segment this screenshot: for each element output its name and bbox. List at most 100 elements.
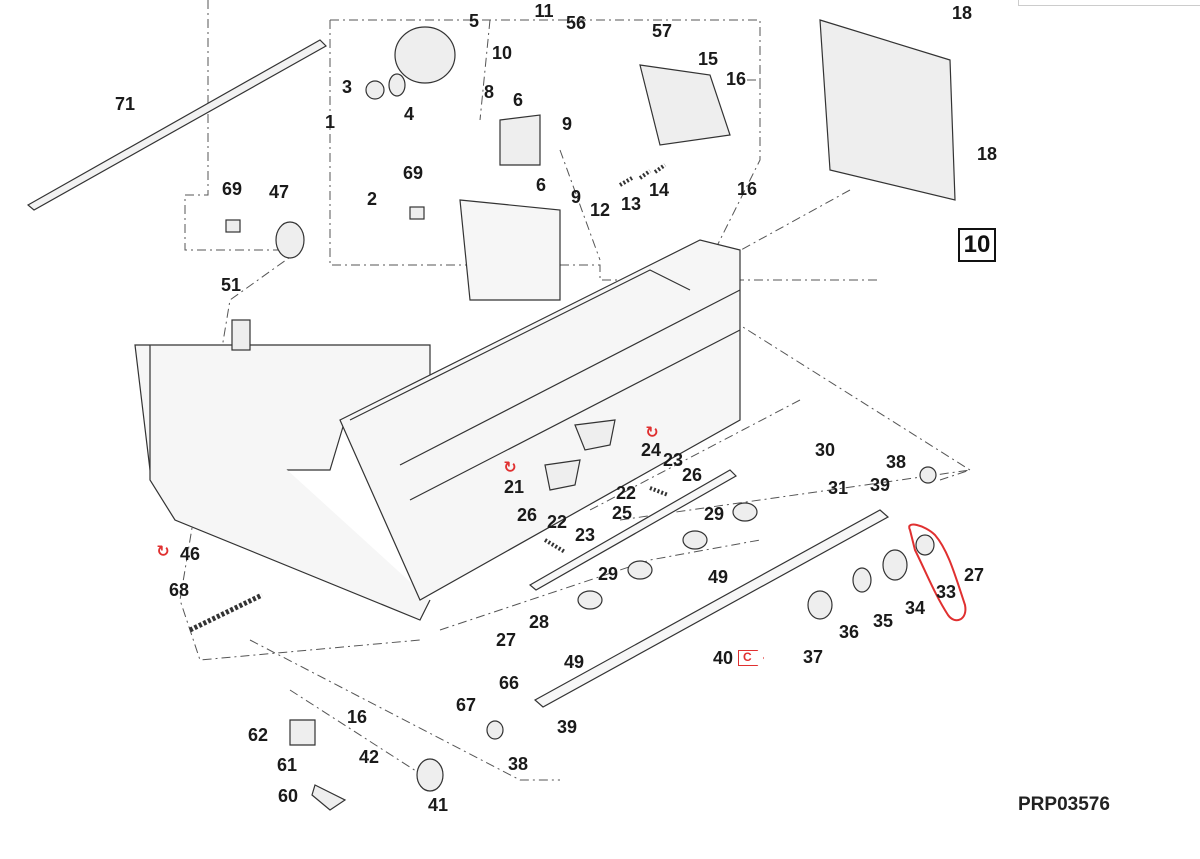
- callout-41: 41: [427, 795, 449, 815]
- callout-13: 13: [620, 194, 642, 214]
- callout-49-upper: 49: [707, 567, 729, 587]
- callout-9-top: 9: [561, 114, 573, 134]
- highlight-circle-part-33: [908, 523, 967, 622]
- callout-35: 35: [872, 611, 894, 631]
- callout-34: 34: [904, 598, 926, 618]
- callout-6-bottom: 6: [535, 175, 547, 195]
- roller-part-29a: [577, 590, 603, 610]
- callout-38-right: 38: [885, 452, 907, 472]
- callout-21: 21: [503, 477, 525, 497]
- replacement-cycle-icon-24: ↻: [645, 422, 659, 442]
- callout-14: 14: [648, 180, 670, 200]
- gear-part-34: [882, 549, 908, 581]
- gear-part-4: [388, 73, 406, 97]
- callout-27-left: 27: [495, 630, 517, 650]
- bracket-part-8: [499, 114, 541, 166]
- callout-16-right: 16: [736, 179, 758, 199]
- callout-31: 31: [827, 478, 849, 498]
- callout-56: 56: [565, 13, 587, 33]
- pulley-part-47: [275, 221, 305, 259]
- drawing-reference-code: PRP03576: [1018, 794, 1110, 815]
- callout-8: 8: [483, 82, 495, 102]
- gear-part-37: [807, 590, 833, 620]
- callout-42: 42: [358, 747, 380, 767]
- callout-71: 71: [114, 94, 136, 114]
- guide-part-21: [574, 419, 616, 451]
- callout-30: 30: [814, 440, 836, 460]
- callout-49-lower: 49: [563, 652, 585, 672]
- replacement-cycle-icon-21: ↻: [503, 457, 517, 477]
- callout-12: 12: [589, 200, 611, 220]
- shaft-part-28: [528, 469, 737, 591]
- callout-22-left: 22: [546, 512, 568, 532]
- bushing-part-38: [919, 466, 937, 484]
- guide-part-22: [544, 459, 581, 491]
- callout-37: 37: [802, 647, 824, 667]
- callout-23-right: 23: [662, 450, 684, 470]
- callout-10-small: 10: [491, 43, 513, 63]
- linear-bar-parts: [26, 39, 890, 708]
- component-parts: [225, 19, 956, 811]
- callout-51: 51: [220, 275, 242, 295]
- callout-69-right: 69: [402, 163, 424, 183]
- replacement-cycle-icon-46: ↻: [156, 541, 170, 561]
- gear-part-35: [852, 567, 872, 593]
- callout-26-right: 26: [681, 465, 703, 485]
- callout-29-lower: 29: [597, 564, 619, 584]
- callout-66: 66: [498, 673, 520, 693]
- callout-11: 11: [534, 1, 554, 21]
- callout-27-right: 27: [963, 565, 985, 585]
- callout-60: 60: [277, 786, 299, 806]
- gear-part-3: [365, 80, 385, 100]
- callout-9-bottom: 9: [570, 187, 582, 207]
- motor-part-5: [394, 26, 456, 84]
- sensor-part-15: [639, 64, 731, 146]
- callout-22-right: 22: [615, 483, 637, 503]
- callout-6-top: 6: [512, 90, 524, 110]
- callout-25: 25: [611, 503, 633, 523]
- roller-part-29b: [627, 560, 653, 580]
- drive-unit-10: [819, 19, 956, 201]
- callout-16-top: 16: [725, 69, 747, 89]
- assembly-guide-lines: [179, 0, 972, 781]
- callout-18-right: 18: [976, 144, 998, 164]
- plate-part-51: [231, 319, 251, 351]
- callout-33: 33: [935, 582, 957, 602]
- callout-68: 68: [168, 580, 190, 600]
- pad-part-69b: [409, 206, 425, 220]
- callout-40: 40: [712, 648, 734, 668]
- callout-36: 36: [838, 622, 860, 642]
- change-marker-tag: C: [738, 650, 764, 666]
- callout-28: 28: [528, 612, 550, 632]
- lever-part-60: [311, 784, 347, 811]
- callout-39-right: 39: [869, 475, 891, 495]
- callout-5: 5: [468, 11, 480, 31]
- callout-26-left: 26: [516, 505, 538, 525]
- callout-69-left: 69: [221, 179, 243, 199]
- roller-part-29d: [732, 502, 758, 522]
- callout-46: 46: [179, 544, 201, 564]
- callout-18-top: 18: [951, 3, 973, 23]
- bracket-part-62: [289, 719, 316, 746]
- callout-29-upper: 29: [703, 504, 725, 524]
- callout-57: 57: [651, 21, 673, 41]
- callout-39-bottom: 39: [556, 717, 578, 737]
- callout-62: 62: [247, 725, 269, 745]
- window-corner-edge: [1018, 0, 1200, 6]
- callout-38-bottom: 38: [507, 754, 529, 774]
- callout-15: 15: [697, 49, 719, 69]
- roller-part-29c: [682, 530, 708, 550]
- roller-shaft-part-40: [533, 509, 890, 708]
- roller-part-41: [416, 758, 444, 792]
- main-frame: [134, 199, 741, 621]
- callout-16-bottom: 16: [346, 707, 368, 727]
- callout-2: 2: [366, 189, 378, 209]
- callout-1: 1: [324, 112, 336, 132]
- pad-part-69: [225, 219, 241, 233]
- rail-part-71: [26, 39, 327, 211]
- callout-67: 67: [455, 695, 477, 715]
- callout-24: 24: [640, 440, 662, 460]
- spring-parts: [188, 163, 669, 633]
- bushing-part-33: [915, 534, 935, 556]
